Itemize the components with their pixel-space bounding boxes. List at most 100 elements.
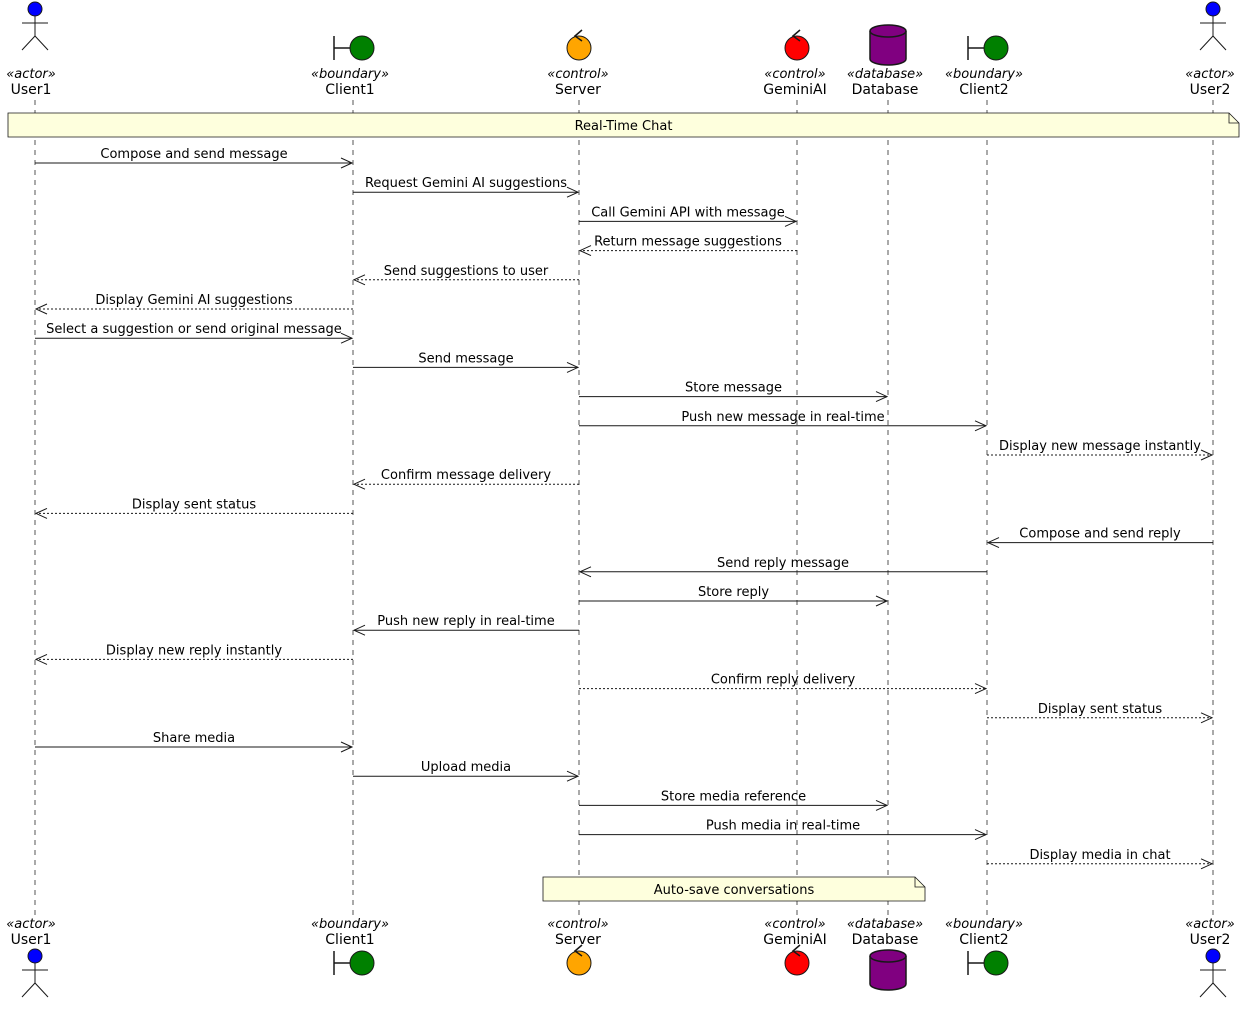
arrowhead [566, 361, 580, 373]
participant-name: Client2 [959, 82, 1008, 98]
message: Request Gemini AI suggestions [353, 176, 580, 198]
message-label: Return message suggestions [594, 235, 782, 250]
message: Store media reference [579, 789, 889, 811]
control-icon [566, 29, 592, 61]
participant-name: Client1 [325, 82, 374, 98]
participant-database-bottom: «database»Database [847, 917, 923, 991]
message-label: Display new reply instantly [106, 643, 282, 658]
message-label: Push media in real-time [706, 819, 860, 834]
arrowhead [34, 507, 48, 519]
participant-client1-top: «boundary»Client1 [311, 35, 389, 98]
participant-name: Server [555, 82, 601, 98]
participant-server-bottom: «control»Server [547, 917, 609, 976]
arrowhead [340, 157, 354, 169]
message-label: Store message [685, 381, 782, 396]
participant-stereotype: «database» [847, 917, 923, 932]
message-label: Display sent status [132, 497, 256, 512]
control-icon [566, 944, 592, 976]
participant-user2-top: «actor»User2 [1185, 1, 1235, 98]
message-label: Display new message instantly [999, 439, 1201, 454]
note: Auto-save conversations [542, 876, 926, 902]
participant-user1-bottom: «actor»User1 [6, 917, 56, 998]
message-label: Push new reply in real-time [377, 614, 554, 629]
participant-name: Client2 [959, 932, 1008, 948]
note: Real-Time Chat [7, 112, 1240, 138]
actor-icon [1199, 1, 1227, 51]
arrowhead [352, 478, 366, 490]
database-icon [869, 949, 907, 991]
participant-name: User1 [11, 82, 52, 98]
note-text: Real-Time Chat [575, 119, 673, 134]
message-label: Call Gemini API with message [591, 205, 785, 220]
participant-geminiai-top: «control»GeminiAI [763, 29, 827, 98]
message-label: Store media reference [661, 789, 806, 804]
participant-user2-bottom: «actor»User2 [1185, 917, 1235, 998]
message: Compose and send reply [986, 527, 1213, 549]
message: Select a suggestion or send original mes… [35, 322, 354, 344]
control-icon [784, 29, 810, 61]
arrowhead [986, 537, 1000, 549]
participant-name: GeminiAI [763, 932, 826, 948]
message-label: Confirm reply delivery [711, 673, 856, 688]
control-icon [784, 944, 810, 976]
arrowhead [578, 245, 592, 257]
arrowhead [875, 799, 889, 811]
message-label: Send suggestions to user [384, 264, 549, 279]
message-label: Compose and send reply [1019, 527, 1181, 542]
participant-name: User2 [1190, 82, 1231, 98]
arrowhead [352, 274, 366, 286]
note-text: Auto-save conversations [654, 883, 815, 898]
arrowhead [34, 653, 48, 665]
arrowhead [875, 595, 889, 607]
arrowhead [1200, 858, 1214, 870]
arrowhead [974, 683, 988, 695]
message-label: Display Gemini AI suggestions [95, 293, 292, 308]
participant-name: Database [852, 932, 919, 948]
message: Call Gemini API with message [579, 205, 798, 227]
arrowhead [784, 215, 798, 227]
participant-stereotype: «actor» [6, 67, 56, 82]
arrowhead [340, 332, 354, 344]
message-label: Push new message in real-time [681, 410, 884, 425]
participant-user1-top: «actor»User1 [6, 1, 56, 98]
message-label: Store reply [698, 585, 769, 600]
message-label: Request Gemini AI suggestions [365, 176, 567, 191]
message-label: Confirm message delivery [381, 468, 551, 483]
participant-headers-top: «actor»User1 «boundary»Client1 «control» Se… [6, 1, 1235, 98]
message: Send message [353, 351, 580, 373]
participant-stereotype: «control» [547, 917, 608, 932]
participant-name: Database [852, 82, 919, 98]
arrowhead [566, 770, 580, 782]
database-icon [869, 24, 907, 66]
message: Display new message instantly [987, 439, 1214, 461]
message: Return message suggestions [578, 235, 797, 257]
message-label: Select a suggestion or send original mes… [46, 322, 342, 337]
message: Push new message in real-time [579, 410, 988, 432]
participant-client2-top: «boundary»Client2 [945, 35, 1023, 98]
message: Display new reply instantly [34, 643, 353, 665]
participant-stereotype: «control» [764, 67, 825, 82]
participant-stereotype: «actor» [6, 917, 56, 932]
participant-client2-bottom: «boundary»Client2 [945, 917, 1023, 976]
participant-client1-bottom: «boundary»Client1 [311, 917, 389, 976]
message: Compose and send message [35, 147, 354, 169]
participant-name: Server [555, 932, 601, 948]
participant-stereotype: «actor» [1185, 917, 1235, 932]
boundary-icon [333, 950, 375, 976]
arrowhead [974, 420, 988, 432]
message: Display sent status [987, 702, 1214, 724]
message: Share media [35, 731, 354, 753]
boundary-icon [333, 35, 375, 61]
participant-headers-bottom: «actor»User1 «boundary»Client1 «control»Se… [6, 917, 1235, 998]
message: Confirm message delivery [352, 468, 579, 490]
message: Store message [579, 381, 889, 403]
arrowhead [340, 741, 354, 753]
participant-database-top: «database»Database [847, 24, 923, 98]
arrowhead [1200, 712, 1214, 724]
message-label: Share media [153, 731, 235, 746]
message: Store reply [579, 585, 889, 607]
message: Display sent status [34, 497, 353, 519]
